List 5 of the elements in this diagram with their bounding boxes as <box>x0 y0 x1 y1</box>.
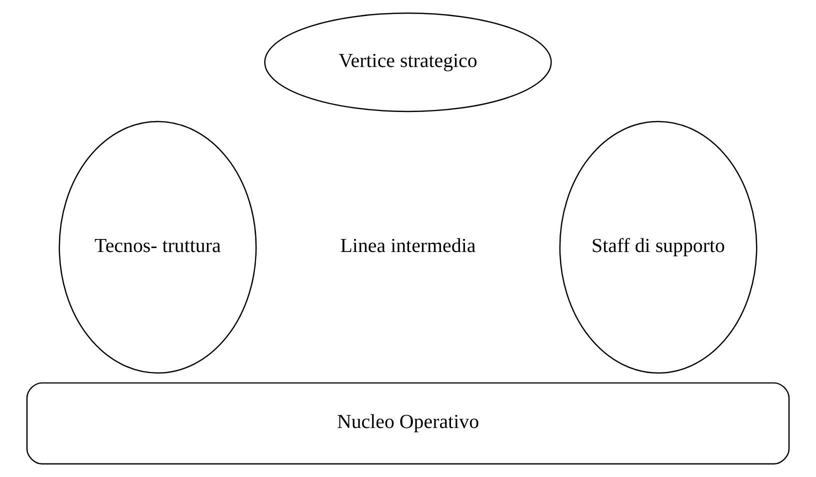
node-box: Nucleo Operativo <box>26 382 790 464</box>
node-text: Linea intermedia <box>340 234 476 257</box>
node-ellipse: Tecnos- truttura <box>58 120 257 374</box>
node-ellipse: Staff di supporto <box>559 120 758 374</box>
node-ellipse: Vertice strategico <box>264 12 552 112</box>
